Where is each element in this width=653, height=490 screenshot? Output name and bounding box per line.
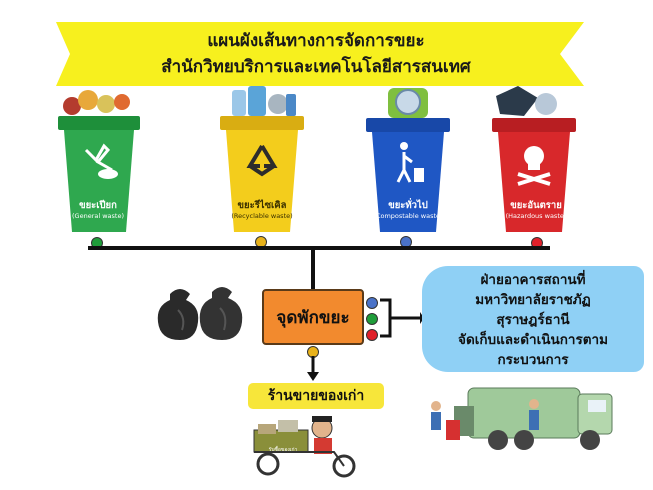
- title-line-2: สำนักวิทยบริการและเทคโนโลยีสารสนเทศ: [161, 57, 471, 77]
- facilities-line-1: ฝ่ายอาคารสถานที่: [480, 272, 586, 288]
- facilities-department-box: ฝ่ายอาคารสถานที่ มหาวิทยาลัยราชภัฏ สุราษ…: [422, 266, 644, 372]
- facilities-line-5: กระบวนการ: [497, 352, 569, 368]
- bin-sublabel-recyclable: (Recyclable waste): [231, 212, 293, 220]
- collection-line: [88, 246, 550, 250]
- bin-label-compostable: ขยะทั่วไป: [388, 200, 428, 211]
- bin-hazardous-waste: ขยะอันตราย (Hazardous waste): [488, 84, 584, 236]
- bracket-arrow: [380, 298, 424, 338]
- facilities-line-2: มหาวิทยาลัยราชภัฏ: [475, 292, 591, 308]
- bin-recyclable-waste: ขยะรีไซเคิล (Recyclable waste): [214, 84, 310, 236]
- facilities-line-4: จัดเก็บและดำเนินการตาม: [458, 332, 608, 348]
- garbage-truck-icon: [431, 387, 613, 450]
- yellow-bin-icon: [220, 86, 304, 232]
- bin-sublabel-compostable: (Compostable waste): [373, 212, 443, 220]
- bin-sublabel-general: (General waste): [72, 212, 124, 220]
- facilities-line-3: สุราษฎร์ธานี: [496, 312, 570, 328]
- green-dot-small: [366, 313, 378, 325]
- garbage-bags-icon: [157, 287, 243, 340]
- page-title: แผนผังเส้นทางการจัดการขยะ สำนักวิทยบริกา…: [56, 28, 576, 80]
- bin-sublabel-hazardous: (Hazardous waste): [505, 212, 567, 220]
- bin-label-recyclable: ขยะรีไซเคิล: [237, 200, 287, 211]
- recycle-shop-text: ร้านขายของเก่า: [267, 388, 365, 404]
- collection-point-label: จุดพักขยะ: [276, 307, 350, 328]
- red-bin-icon: [492, 86, 576, 232]
- vertical-connector: [311, 250, 315, 290]
- red-dot-small: [366, 329, 378, 341]
- bin-label-general: ขยะเปียก: [79, 200, 117, 211]
- bin-compostable-waste: ขยะทั่วไป (Compostable waste): [360, 84, 456, 236]
- bin-label-hazardous: ขยะอันตราย: [510, 200, 562, 211]
- recycle-shop-label: ร้านขายของเก่า: [248, 383, 384, 409]
- title-line-1: แผนผังเส้นทางการจัดการขยะ: [207, 31, 425, 51]
- green-bin-icon: [58, 90, 140, 232]
- blue-bin-icon: [366, 88, 450, 232]
- banner-shape: [56, 22, 584, 86]
- down-arrow: [307, 356, 319, 381]
- blue-dot-small: [366, 297, 378, 309]
- bin-general-waste: ขยะเปียก (General waste): [50, 88, 146, 236]
- cart-sign: รับซื้อของเก่า: [268, 447, 298, 453]
- junk-cart-icon: [253, 416, 356, 478]
- title-banner: แผนผังเส้นทางการจัดการขยะ สำนักวิทยบริกา…: [56, 22, 596, 86]
- waste-collection-point: จุดพักขยะ: [262, 289, 364, 345]
